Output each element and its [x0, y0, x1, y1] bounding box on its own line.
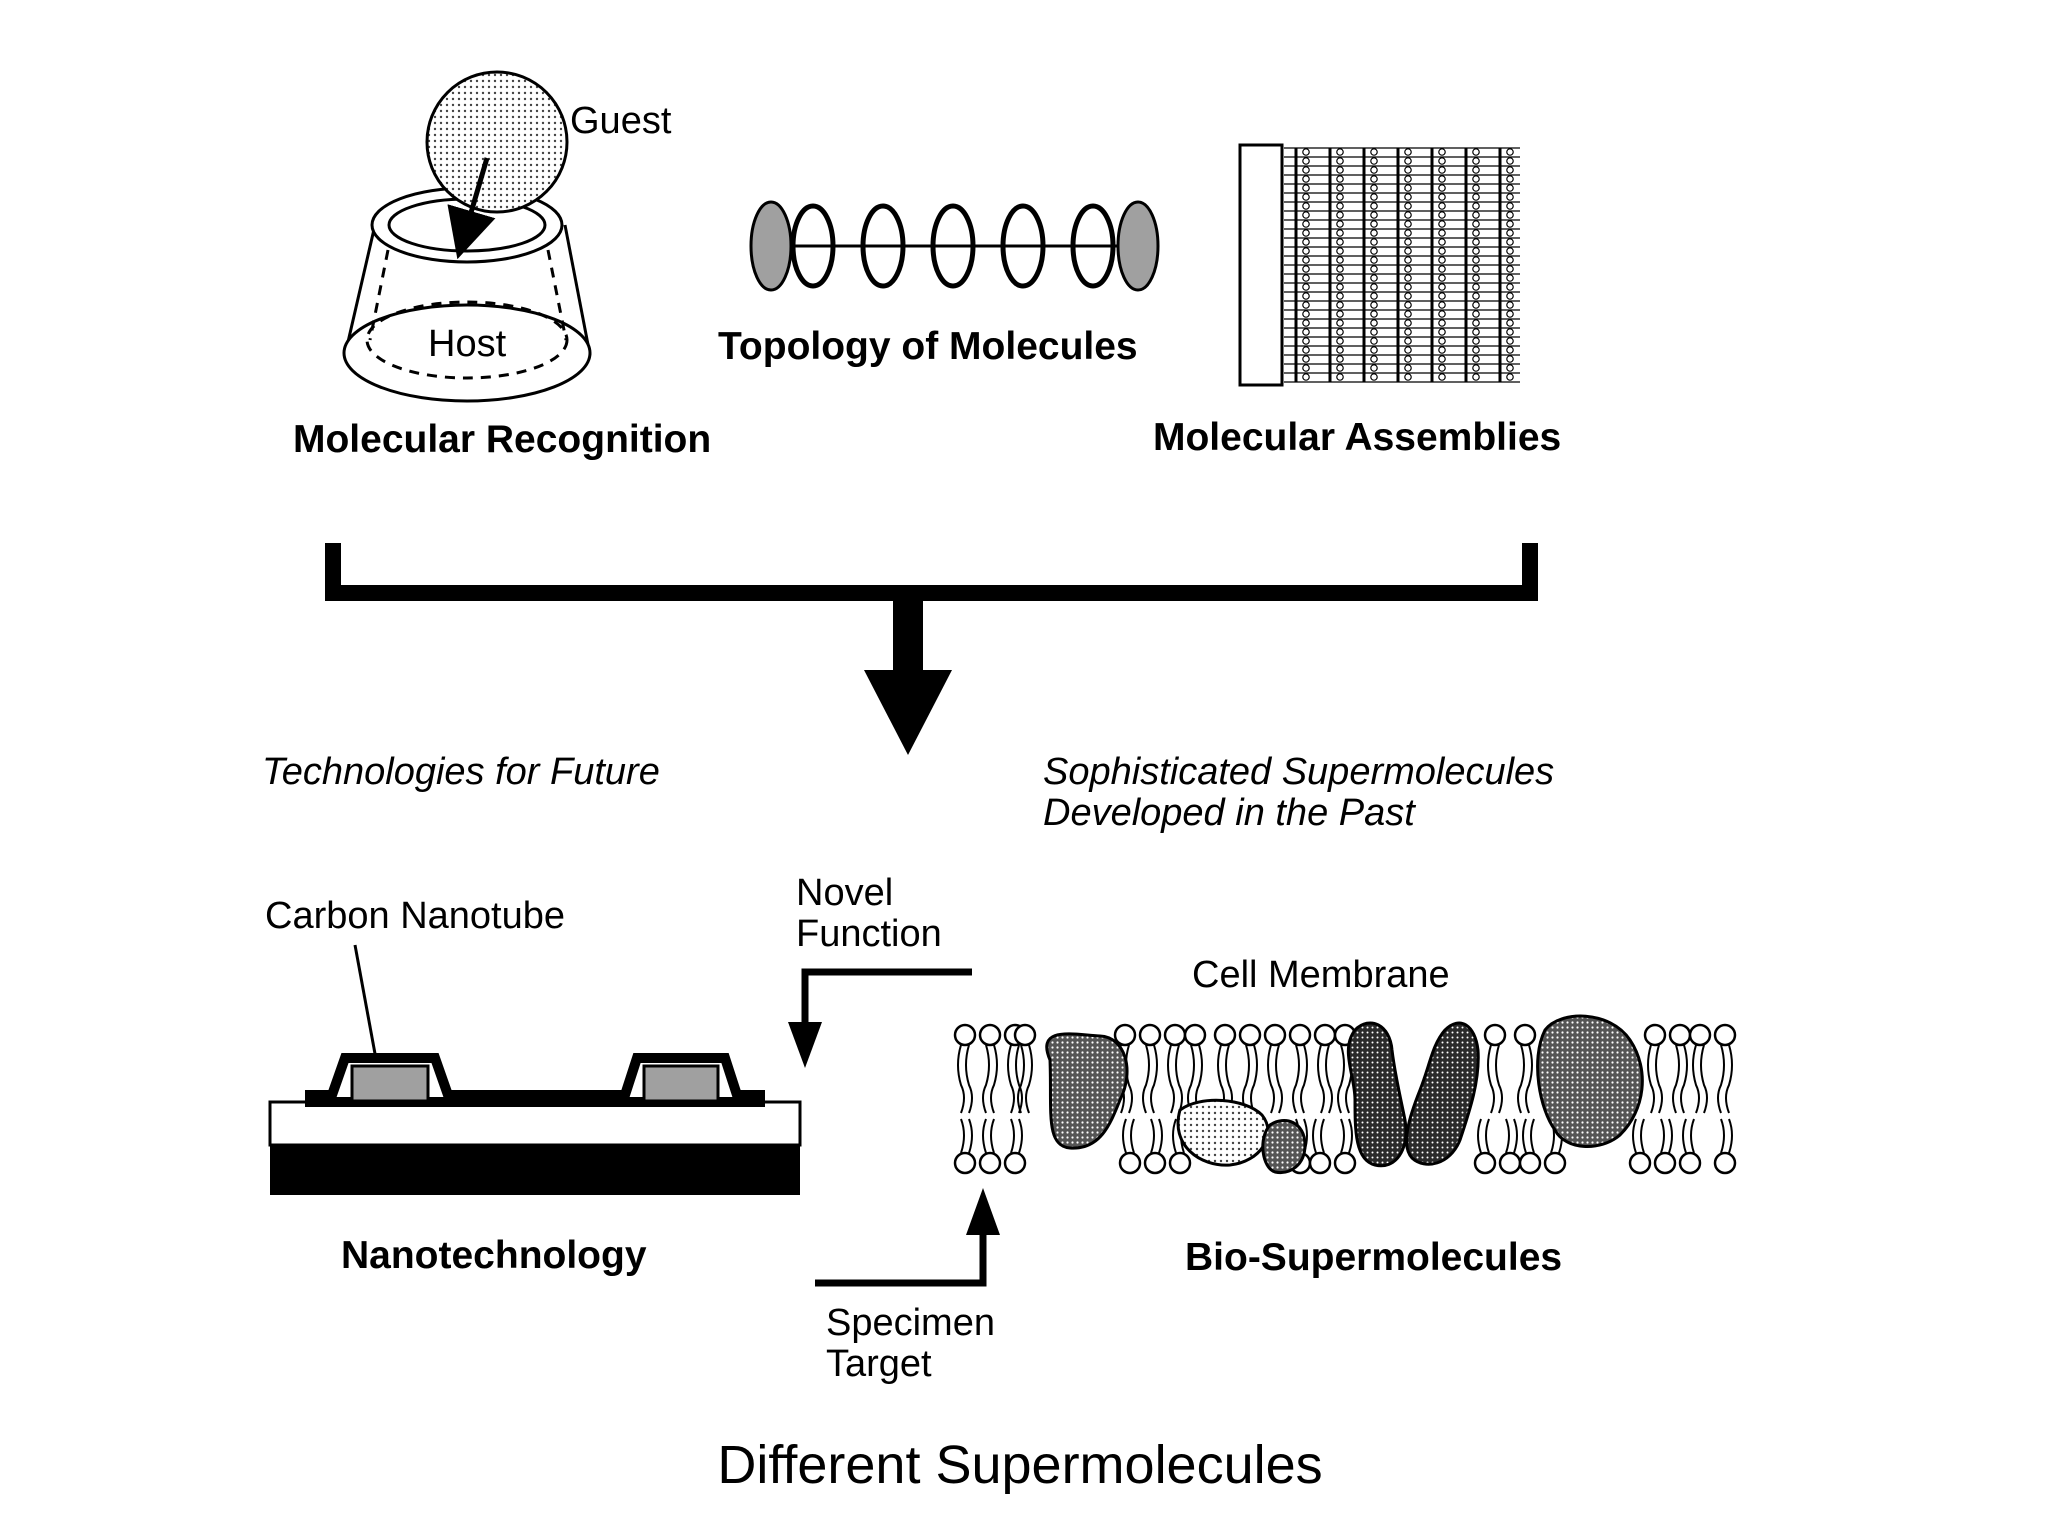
topology-panel: Topology of Molecules — [718, 200, 1160, 368]
nanotube-right — [642, 1064, 720, 1103]
topology-label: Topology of Molecules — [718, 325, 1138, 368]
substrate-black — [270, 1145, 800, 1195]
bio-supermolecules-panel: Cell Membrane Bio-Supermolecules — [953, 954, 1737, 1279]
molecular-recognition-label: Molecular Recognition — [293, 418, 711, 461]
substrate-plate — [1238, 143, 1284, 387]
lipid-bilayer — [953, 1023, 1737, 1175]
up-arrow-head — [966, 1188, 1000, 1235]
future-tech-label: Technologies for Future — [262, 751, 660, 793]
past-supermolecules-line1: Sophisticated Supermolecules — [1043, 751, 1554, 793]
carbon-nanotube-callout: Carbon Nanotube — [265, 895, 565, 937]
protein-small — [1261, 1119, 1307, 1175]
protein-left — [1045, 1032, 1129, 1150]
substrate-white — [268, 1100, 802, 1147]
exchange-arrows: Novel Function Specimen Target — [788, 872, 1000, 1385]
protein-channel-left — [1346, 1021, 1408, 1168]
up-arrow-shaft — [815, 1225, 987, 1287]
nanotechnology-label: Nanotechnology — [341, 1234, 647, 1277]
figure-caption: Different Supermolecules — [717, 1435, 1322, 1495]
past-supermolecules-line2: Developed in the Past — [1043, 792, 1416, 834]
down-arrow-shaft — [801, 968, 972, 1032]
stopper-right — [1116, 200, 1160, 292]
merge-bracket — [325, 543, 1538, 755]
monolayer-stack — [1284, 147, 1520, 383]
rings — [790, 203, 1116, 289]
guest-arrow — [447, 157, 496, 260]
bio-supermolecules-label: Bio-Supermolecules — [1185, 1236, 1562, 1279]
molecular-assemblies-label: Molecular Assemblies — [1153, 416, 1561, 459]
specimen-target-line1: Specimen — [826, 1302, 995, 1344]
guest-label: Guest — [570, 100, 672, 142]
novel-function-line1: Novel — [796, 872, 893, 914]
protein-small-light — [1176, 1098, 1270, 1167]
nanotube-left — [350, 1064, 430, 1103]
big-down-arrow — [864, 670, 952, 755]
molecular-assemblies-panel: Molecular Assemblies — [1153, 143, 1561, 459]
guest-sphere — [425, 70, 569, 214]
protein-channel-right — [1405, 1021, 1480, 1166]
novel-function-line2: Function — [796, 913, 942, 955]
nanotechnology-panel: Carbon Nanotube Nanotechnology — [265, 895, 802, 1277]
specimen-target-line2: Target — [826, 1343, 932, 1385]
nanotube-pointer — [353, 944, 380, 1071]
down-arrow-head — [788, 1022, 822, 1068]
protein-right-large — [1536, 1014, 1644, 1148]
cell-membrane-callout: Cell Membrane — [1192, 954, 1450, 996]
stopper-left — [749, 200, 793, 292]
molecular-recognition-panel: Guest Host Molecular Recognition — [293, 70, 711, 461]
host-label: Host — [428, 323, 507, 365]
